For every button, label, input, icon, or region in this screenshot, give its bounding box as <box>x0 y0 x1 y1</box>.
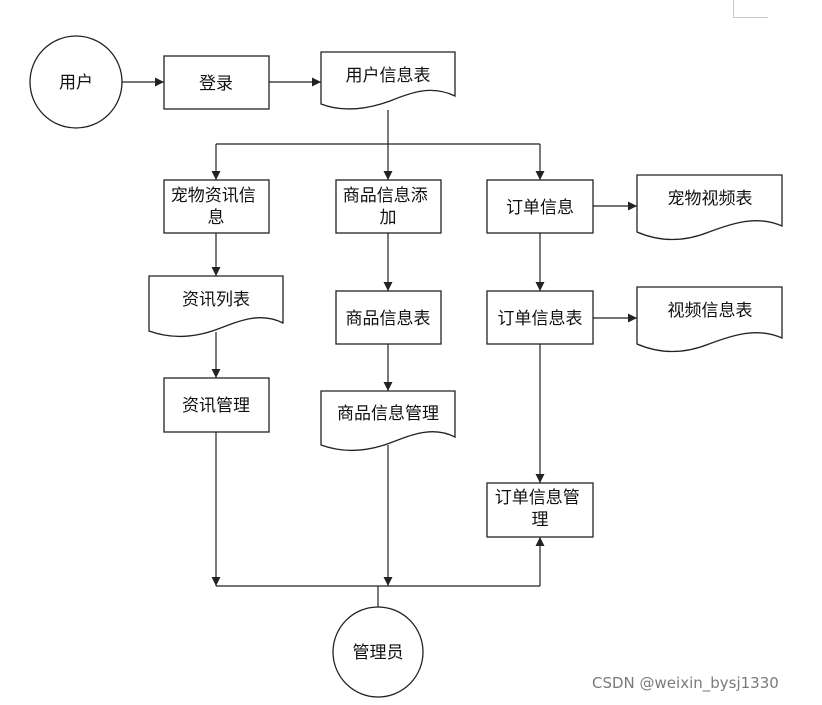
node-login <box>163 55 270 110</box>
node-product-info-management-label: 商品信息管理 <box>337 404 439 424</box>
node-video-info-table-label: 视频信息表 <box>668 301 753 321</box>
node-pet-news-info-line-2: 息 <box>208 208 225 228</box>
node-news-management-label: 资讯管理 <box>182 396 250 416</box>
node-product-info-add <box>335 179 442 234</box>
node-news-list-table <box>148 275 284 338</box>
node-video-info-table <box>636 286 783 353</box>
node-order-info-table-label: 订单信息表 <box>498 309 583 329</box>
node-product-info-table <box>335 290 442 345</box>
node-user-info-table <box>320 51 456 110</box>
node-pet-news-info-line-1: 宠物资讯信 <box>171 186 256 206</box>
node-product-info-add-line-2: 加 <box>380 208 397 228</box>
node-user-info-table-label: 用户信息表 <box>346 66 431 86</box>
node-pet-news-info <box>163 179 270 234</box>
node-pet-video-table <box>636 174 783 241</box>
node-order-info-management-line-2: 理 <box>532 510 549 530</box>
node-user-label: 用户 <box>59 73 93 93</box>
node-order-info-management-label: 订单信息管 理 <box>495 488 585 530</box>
node-order-info-table <box>486 290 594 345</box>
page-corner-mark <box>733 0 768 18</box>
node-product-info-table-label: 商品信息表 <box>346 309 431 329</box>
node-user <box>29 35 123 129</box>
node-order-info-management <box>486 482 594 538</box>
node-admin <box>332 606 424 698</box>
node-product-info-add-line-1: 商品信息添 <box>343 186 428 206</box>
node-pet-video-table-label: 宠物视频表 <box>668 189 753 209</box>
node-order-info-management-line-1: 订单信息管 <box>495 488 580 508</box>
node-news-management <box>163 377 270 433</box>
node-product-info-management <box>320 390 456 452</box>
csdn-watermark: CSDN @weixin_bysj1330 <box>592 674 779 692</box>
node-order-info-label: 订单信息 <box>506 198 574 218</box>
node-login-label: 登录 <box>199 74 233 94</box>
node-admin-label: 管理员 <box>353 643 404 663</box>
node-order-info <box>486 179 594 234</box>
node-product-info-add-label: 商品信息添 加 <box>343 186 433 228</box>
node-news-list-table-label: 资讯列表 <box>182 290 250 310</box>
node-pet-news-info-label: 宠物资讯信 息 <box>171 186 261 228</box>
